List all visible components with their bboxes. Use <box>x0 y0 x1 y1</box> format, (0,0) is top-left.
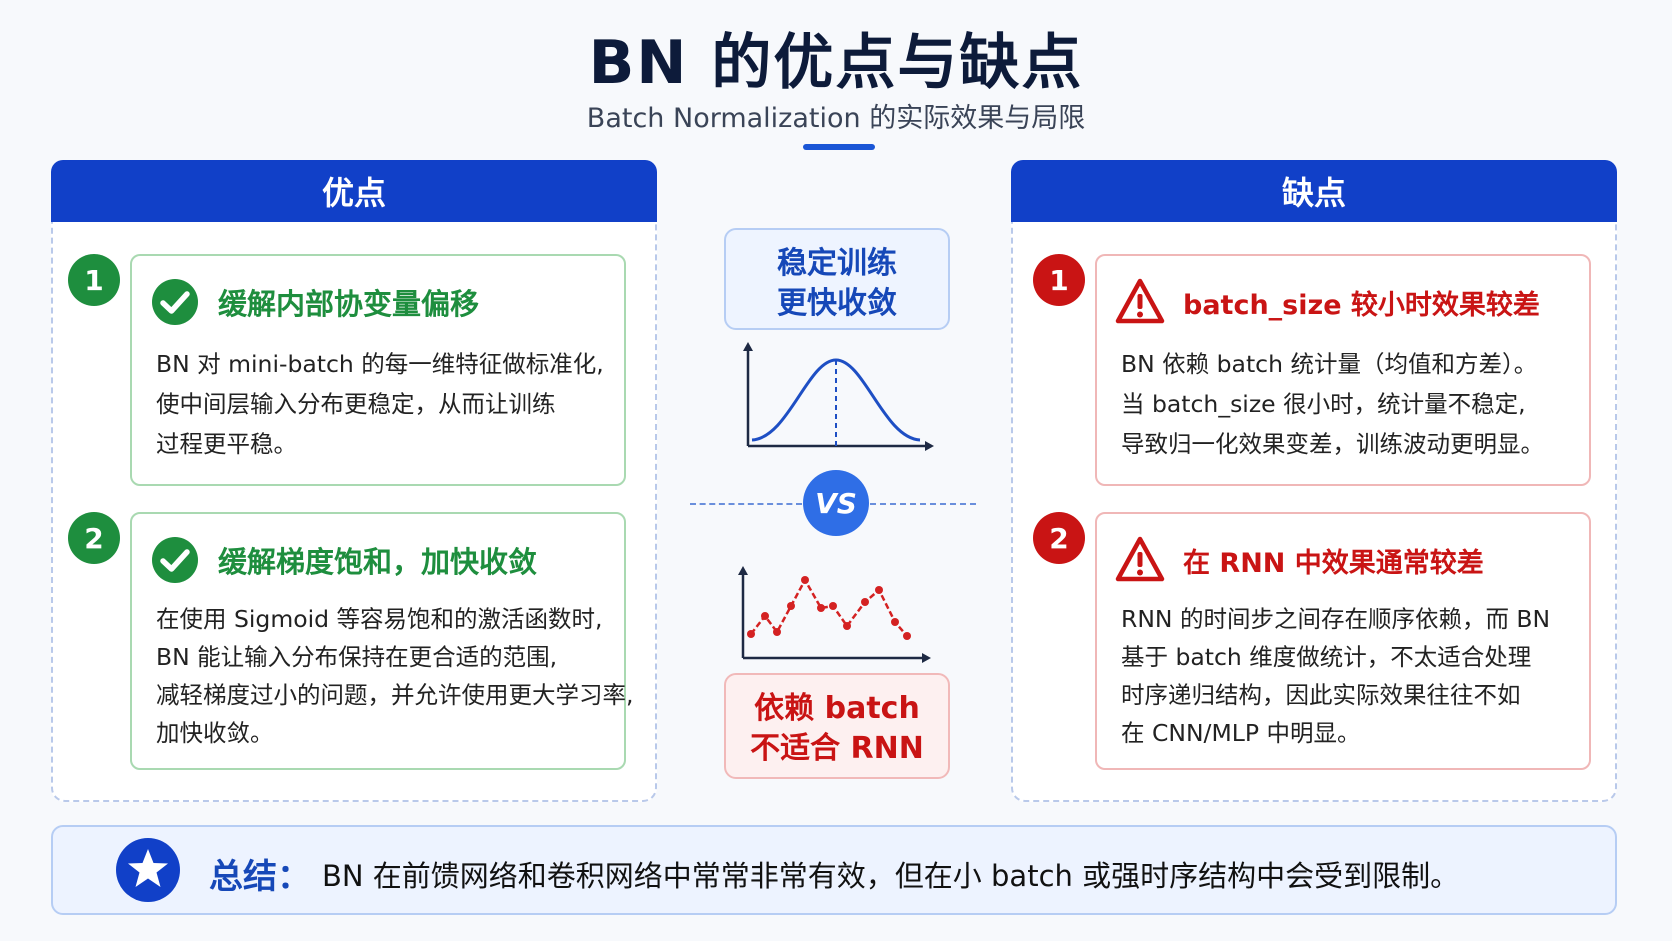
cons-item-2-title: 在 RNN 中效果通常较差 <box>1183 547 1484 579</box>
vs-divider-right <box>870 503 976 505</box>
star-icon <box>116 838 180 902</box>
pros-item-2-line: BN 能让输入分布保持在更合适的范围, <box>156 643 558 671</box>
center-pros-summary: 稳定训练 更快收敛 <box>724 228 950 330</box>
cons-item-1-line: 导致归一化效果变差，训练波动更明显。 <box>1121 430 1544 458</box>
title-underline <box>803 144 875 150</box>
check-circle-icon <box>152 279 198 325</box>
cons-item-2-line: 在 CNN/MLP 中明显。 <box>1121 719 1361 747</box>
center-cons-summary: 依赖 batch 不适合 RNN <box>724 673 950 779</box>
pros-item-1-line: BN 对 mini-batch 的每一维特征做标准化, <box>156 350 604 378</box>
pros-header: 优点 <box>51 160 657 222</box>
cons-header: 缺点 <box>1011 160 1617 222</box>
cons-item-2-line: 时序递归结构，因此实际效果往往不如 <box>1121 681 1521 709</box>
center-pros-line: 稳定训练 <box>777 246 897 281</box>
vs-badge: VS <box>803 470 869 536</box>
summary-bar: 总结： BN 在前馈网络和卷积网络中常常非常有效，但在小 batch 或强时序结… <box>51 825 1617 915</box>
cons-item-2-line: RNN 的时间步之间存在顺序依赖，而 BN <box>1121 605 1551 633</box>
pros-item-2-card: 缓解梯度饱和，加快收敛 在使用 Sigmoid 等容易饱和的激活函数时, BN … <box>130 512 634 770</box>
pros-item-2-number: 2 <box>68 512 120 564</box>
pros-panel: 优点 1 缓解内部协变量偏移 BN 对 mini-batch 的每一维特征做标准… <box>51 160 657 802</box>
page-title: BN 的优点与缺点 <box>588 28 1084 98</box>
cons-item-1-line: BN 依赖 batch 统计量（均值和方差）。 <box>1121 350 1538 378</box>
summary-text: BN 在前馈网络和卷积网络中常常非常有效，但在小 batch 或强时序结构中会受… <box>322 859 1460 893</box>
cons-item-1-card: batch_size 较小时效果较差 BN 依赖 batch 统计量（均值和方差… <box>1095 254 1591 486</box>
pros-item-2-line: 加快收敛。 <box>156 719 274 747</box>
center-pros-line: 更快收敛 <box>777 286 897 321</box>
cons-panel: 缺点 1 batch_size 较小时效果较差 BN 依赖 batch 统计量（… <box>1011 160 1617 802</box>
warning-triangle-icon <box>1115 536 1165 582</box>
cons-item-1-description: BN 依赖 batch 统计量（均值和方差）。 当 batch_size 很小时… <box>1121 344 1583 464</box>
cons-item-1-number: 1 <box>1033 254 1085 306</box>
pros-item-2-line: 减轻梯度过小的问题，并允许使用更大学习率, <box>156 681 634 709</box>
summary-label: 总结： <box>209 857 311 897</box>
pros-item-1-line: 过程更平稳。 <box>156 430 297 458</box>
cons-item-2-number: 2 <box>1033 512 1085 564</box>
stable-distribution-curve-icon <box>743 342 934 451</box>
pros-item-1-title: 缓解内部协变量偏移 <box>218 287 480 321</box>
pros-item-1-number: 1 <box>68 254 120 306</box>
cons-item-1-title: batch_size 较小时效果较差 <box>1183 289 1540 321</box>
pros-item-2-title: 缓解梯度饱和，加快收敛 <box>218 545 538 579</box>
warning-triangle-icon <box>1115 278 1165 324</box>
cons-item-2-card: 在 RNN 中效果通常较差 RNN 的时间步之间存在顺序依赖，而 BN 基于 b… <box>1095 512 1591 770</box>
cons-item-1-line: 当 batch_size 很小时，统计量不稳定, <box>1121 390 1526 418</box>
pros-item-2-line: 在使用 Sigmoid 等容易饱和的激活函数时, <box>156 605 603 633</box>
pros-item-1-line: 使中间层输入分布更稳定，从而让训练 <box>156 390 556 418</box>
center-cons-line: 不适合 RNN <box>750 731 924 766</box>
pros-item-2-description: 在使用 Sigmoid 等容易饱和的激活函数时, BN 能让输入分布保持在更合适… <box>156 600 634 752</box>
check-circle-icon <box>152 537 198 583</box>
pros-item-1-description: BN 对 mini-batch 的每一维特征做标准化, 使中间层输入分布更稳定，… <box>156 344 618 464</box>
cons-item-2-line: 基于 batch 维度做统计，不太适合处理 <box>1121 643 1532 671</box>
unstable-fluctuation-chart-icon <box>738 566 931 663</box>
center-cons-line: 依赖 batch <box>754 691 920 726</box>
cons-item-2-description: RNN 的时间步之间存在顺序依赖，而 BN 基于 batch 维度做统计，不太适… <box>1121 600 1583 752</box>
page-subtitle: Batch Normalization 的实际效果与局限 <box>586 103 1086 134</box>
vs-divider-left <box>690 503 802 505</box>
pros-item-1-card: 缓解内部协变量偏移 BN 对 mini-batch 的每一维特征做标准化, 使中… <box>130 254 626 486</box>
